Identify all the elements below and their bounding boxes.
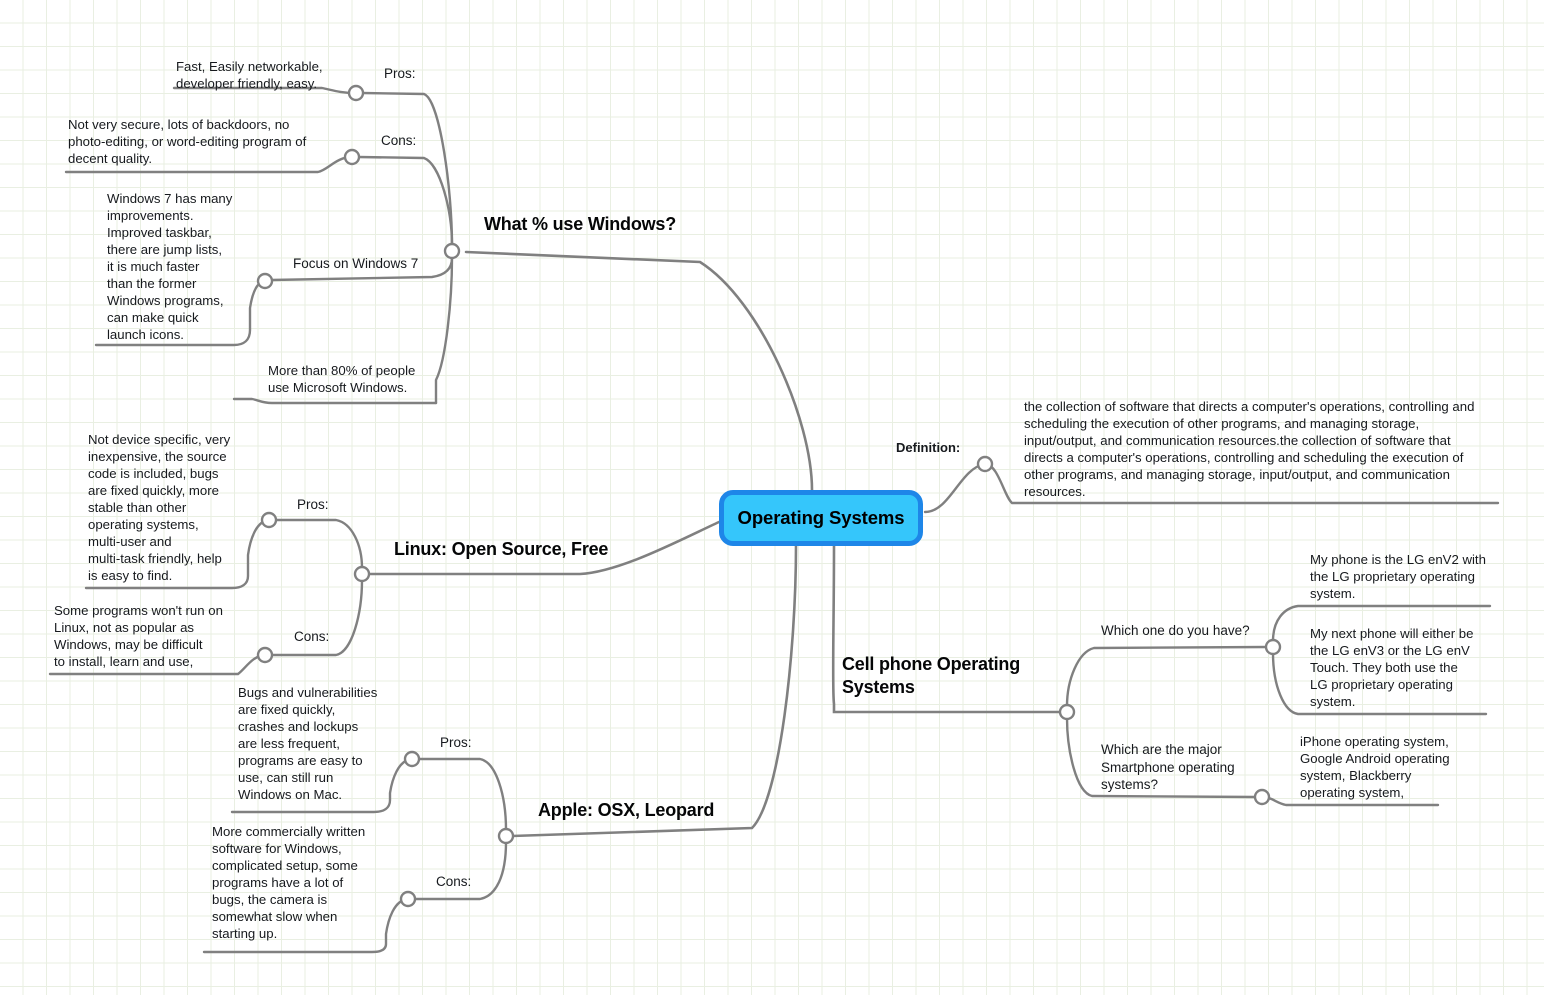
node-dot-cellphone-hub	[1058, 703, 1076, 721]
link-root-to-definition	[923, 462, 987, 514]
leaf-lg-env3-touch[interactable]: My next phone will either be the LG enV3…	[1310, 626, 1474, 710]
leaf-windows-pros[interactable]: Fast, Easily networkable, developer frie…	[176, 59, 323, 92]
leaf-definition[interactable]: the collection of software that directs …	[1024, 399, 1475, 500]
link-windows-cons	[356, 155, 454, 247]
node-dot-definition	[976, 455, 994, 473]
node-label-windows-cons[interactable]: Cons:	[381, 133, 417, 148]
leaf-apple-pros[interactable]: Bugs and vulnerabilities are fixed quick…	[238, 685, 378, 803]
node-label-windows-focus[interactable]: Focus on Windows 7	[293, 256, 419, 271]
branch-title-windows[interactable]: What % use Windows?	[484, 214, 677, 234]
root-node[interactable]: Operating Systems	[719, 490, 923, 546]
node-label-which-one-do-you-have[interactable]: Which one do you have?	[1101, 623, 1250, 638]
branch-title-definition[interactable]: Definition:	[896, 440, 961, 455]
leaf-major-smartphone-os[interactable]: iPhone operating system, Google Android …	[1300, 734, 1450, 801]
link-apple-pros	[416, 757, 508, 832]
node-dot-windows-cons	[343, 148, 361, 166]
node-label-linux-cons[interactable]: Cons:	[294, 629, 330, 644]
node-dot-apple-cons	[399, 890, 417, 908]
node-dot-linux-hub	[353, 565, 371, 583]
branch-title-cellphone[interactable]: Cell phone Operating Systems	[842, 654, 1021, 698]
node-dot-apple-hub	[497, 827, 515, 845]
leaf-windows-cons[interactable]: Not very secure, lots of backdoors, no p…	[68, 117, 307, 167]
node-label-apple-cons[interactable]: Cons:	[436, 874, 472, 889]
node-label-windows-pros[interactable]: Pros:	[384, 66, 416, 81]
link-root-to-windows	[464, 250, 814, 492]
node-label-which-major-smartphone-os[interactable]: Which are the major Smartphone operating…	[1101, 742, 1235, 793]
node-dot-cell-which-one	[1264, 638, 1282, 656]
node-dot-windows-hub	[443, 242, 461, 260]
node-dot-linux-pros	[260, 511, 278, 529]
link-cell-which-one	[1065, 645, 1269, 708]
link-linux-pros	[273, 518, 364, 570]
node-dot-linux-cons	[256, 646, 274, 664]
link-windows-pros	[360, 91, 454, 247]
leaf-lg-env2[interactable]: My phone is the LG enV2 with the LG prop…	[1310, 552, 1486, 602]
leaf-apple-cons[interactable]: More commercially written software for W…	[212, 824, 366, 942]
leaf-underline-windows-eighty	[232, 397, 438, 405]
leaf-linux-cons[interactable]: Some programs won't run on Linux, not as…	[54, 603, 223, 670]
node-dot-windows-focus	[256, 272, 274, 290]
branch-title-linux[interactable]: Linux: Open Source, Free	[394, 539, 609, 559]
node-label-linux-pros[interactable]: Pros:	[297, 497, 329, 512]
branch-title-apple[interactable]: Apple: OSX, Leopard	[538, 800, 715, 820]
leaf-windows-eighty-percent[interactable]: More than 80% of people use Microsoft Wi…	[268, 363, 416, 396]
node-dot-apple-pros	[403, 750, 421, 768]
leaf-linux-pros[interactable]: Not device specific, very inexpensive, t…	[88, 432, 231, 584]
node-label-apple-pros[interactable]: Pros:	[440, 735, 472, 750]
leaf-windows-focus[interactable]: Windows 7 has many improvements. Improve…	[107, 191, 233, 343]
link-root-to-apple	[510, 544, 798, 838]
root-node-label: Operating Systems	[737, 507, 905, 528]
